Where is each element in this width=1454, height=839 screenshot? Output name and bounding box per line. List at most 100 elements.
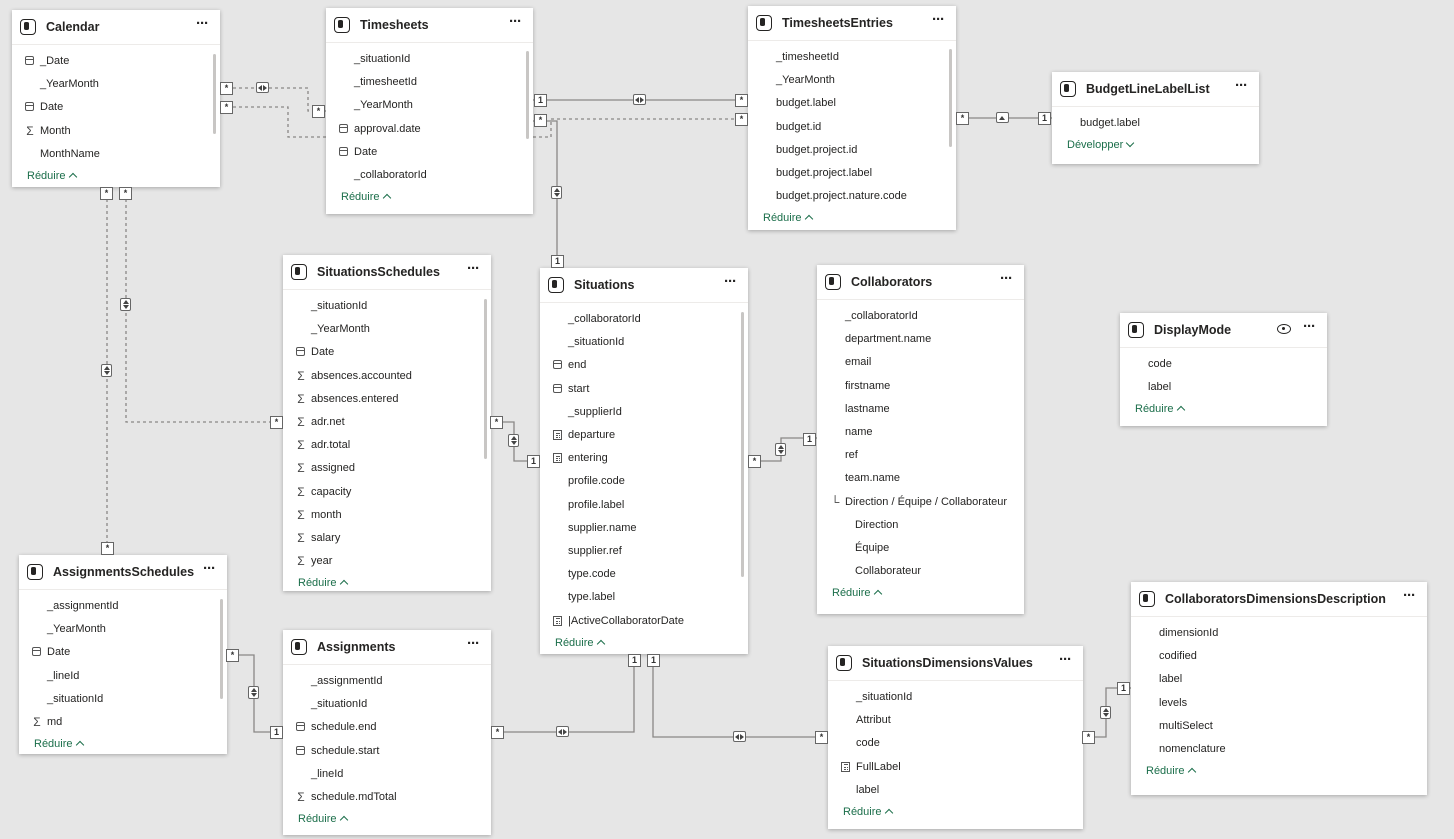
table-header[interactable]: SituationsSchedules··· [283, 255, 491, 290]
scrollbar[interactable] [213, 54, 216, 134]
field-row[interactable]: MonthName [12, 144, 206, 164]
table-header[interactable]: AssignmentsSchedules··· [19, 555, 227, 590]
more-options-icon[interactable]: ··· [203, 560, 216, 577]
table-card-collaboratorsdimensionsdescription[interactable]: CollaboratorsDimensionsDescription···dim… [1131, 582, 1427, 795]
field-row[interactable]: budget.label [748, 93, 942, 113]
collapse-button[interactable]: Réduire [1135, 403, 1185, 415]
field-row[interactable]: _situationId [828, 687, 1069, 707]
field-row[interactable]: nomenclature [1131, 739, 1413, 759]
field-row[interactable]: start [540, 379, 734, 399]
field-row[interactable]: budget.project.id [748, 140, 942, 160]
field-row[interactable]: profile.label [540, 495, 734, 515]
field-row[interactable]: _YearMonth [12, 74, 206, 94]
table-header[interactable]: Timesheets··· [326, 8, 533, 43]
field-row[interactable]: budget.id [748, 117, 942, 137]
table-card-timesheetsentries[interactable]: TimesheetsEntries···_timesheetId_YearMon… [748, 6, 956, 230]
field-row[interactable]: code [828, 733, 1069, 753]
field-row[interactable]: levels [1131, 693, 1413, 713]
more-options-icon[interactable]: ··· [1235, 77, 1248, 94]
scrollbar[interactable] [949, 49, 952, 147]
table-card-situationsschedules[interactable]: SituationsSchedules···_situationId_YearM… [283, 255, 491, 591]
more-options-icon[interactable]: ··· [1059, 651, 1072, 668]
collapse-button[interactable]: Réduire [843, 806, 893, 818]
field-row[interactable]: approval.date [326, 119, 519, 139]
field-row[interactable]: _collaboratorId [540, 309, 734, 329]
collapse-button[interactable]: Réduire [555, 637, 605, 649]
field-row[interactable]: firstname [817, 376, 1010, 396]
field-row[interactable]: code [1120, 354, 1313, 374]
field-row[interactable]: type.code [540, 564, 734, 584]
field-row[interactable]: Date [326, 142, 519, 162]
more-options-icon[interactable]: ··· [467, 635, 480, 652]
table-header[interactable]: CollaboratorsDimensionsDescription··· [1131, 582, 1427, 617]
field-row[interactable]: Date [12, 97, 206, 117]
field-row[interactable]: _situationId [540, 332, 734, 352]
more-options-icon[interactable]: ··· [1303, 318, 1316, 335]
more-options-icon[interactable]: ··· [1000, 270, 1013, 287]
field-row[interactable]: Équipe [817, 538, 1010, 558]
field-row[interactable]: codified [1131, 646, 1413, 666]
field-row[interactable]: Attribut [828, 710, 1069, 730]
collapse-button[interactable]: Réduire [1146, 765, 1196, 777]
more-options-icon[interactable]: ··· [196, 15, 209, 32]
table-header[interactable]: Collaborators··· [817, 265, 1024, 300]
field-row[interactable]: end [540, 355, 734, 375]
collapse-button[interactable]: Réduire [27, 170, 77, 182]
field-row[interactable]: ref [817, 445, 1010, 465]
field-row[interactable]: label [1120, 377, 1313, 397]
scrollbar[interactable] [484, 299, 487, 459]
table-header[interactable]: Calendar··· [12, 10, 220, 45]
expand-button[interactable]: Développer [1067, 138, 1135, 151]
field-row[interactable]: _situationId [19, 689, 213, 709]
field-row[interactable]: FullLabel [828, 757, 1069, 777]
field-row[interactable]: schedule.end [283, 717, 477, 737]
collapse-button[interactable]: Réduire [34, 738, 84, 750]
field-row[interactable]: _YearMonth [19, 619, 213, 639]
field-row[interactable]: _assignmentId [19, 596, 213, 616]
field-row[interactable]: Date [283, 342, 477, 362]
collapse-button[interactable]: Réduire [298, 813, 348, 825]
table-header[interactable]: SituationsDimensionsValues··· [828, 646, 1083, 681]
field-row[interactable]: _timesheetId [748, 47, 942, 67]
field-row[interactable]: budget.label [1052, 113, 1245, 133]
table-header[interactable]: DisplayMode··· [1120, 313, 1327, 348]
field-row[interactable]: email [817, 352, 1010, 372]
field-row[interactable]: supplier.ref [540, 541, 734, 561]
field-row[interactable]: team.name [817, 468, 1010, 488]
field-row[interactable]: _lineId [283, 764, 477, 784]
field-row[interactable]: _Date [12, 51, 206, 71]
table-card-situationsdimensionsvalues[interactable]: SituationsDimensionsValues··· _situationI… [828, 646, 1083, 829]
field-row[interactable]: Date [19, 642, 213, 662]
field-row[interactable]: label [1131, 669, 1413, 689]
more-options-icon[interactable]: ··· [932, 11, 945, 28]
more-options-icon[interactable]: ··· [509, 13, 522, 30]
field-row[interactable]: _situationId [283, 694, 477, 714]
field-row[interactable]: Direction [817, 515, 1010, 535]
collapse-button[interactable]: Réduire [832, 587, 882, 599]
table-header[interactable]: Assignments··· [283, 630, 491, 665]
more-options-icon[interactable]: ··· [724, 273, 737, 290]
table-card-assignmentsschedules[interactable]: AssignmentsSchedules··· _assignmentId _Yea… [19, 555, 227, 754]
field-row[interactable]: _lineId [19, 666, 213, 686]
scrollbar[interactable] [526, 51, 529, 139]
field-row[interactable]: _collaboratorId [326, 165, 519, 185]
field-row[interactable]: multiSelect [1131, 716, 1413, 736]
field-row[interactable]: _collaboratorId [817, 306, 1010, 326]
more-options-icon[interactable]: ··· [467, 260, 480, 277]
field-row[interactable]: _YearMonth [283, 319, 477, 339]
field-row[interactable]: _supplierId [540, 402, 734, 422]
collapse-button[interactable]: Réduire [763, 212, 813, 224]
